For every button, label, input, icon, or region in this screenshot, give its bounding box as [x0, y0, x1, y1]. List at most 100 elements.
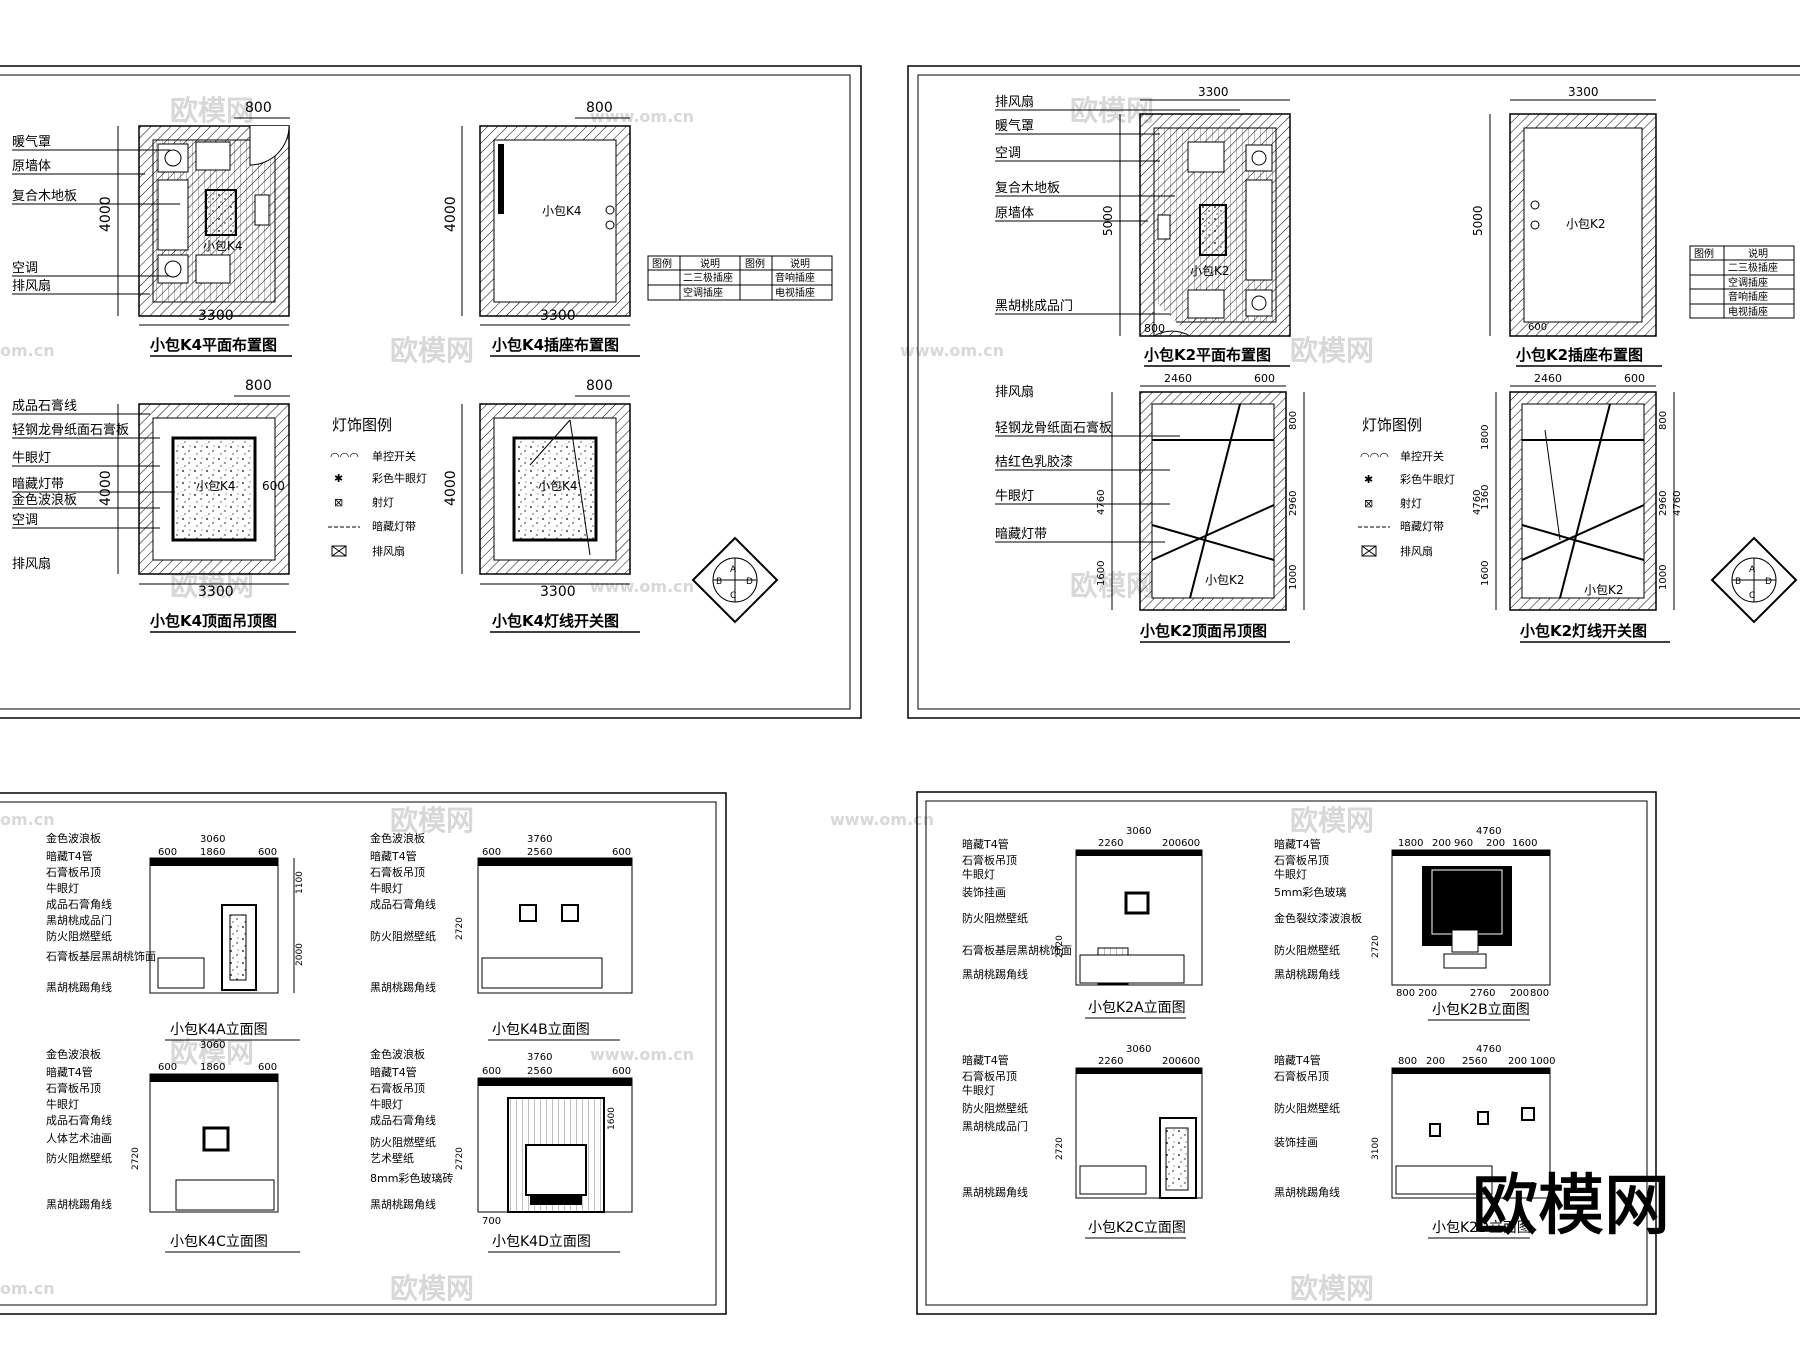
svg-text:牛眼灯: 牛眼灯	[370, 881, 403, 895]
panel-k2-elevations: 3060 2260 200600 2720 小包K2A立面图 暗藏T4管 石膏板…	[916, 791, 1671, 1315]
svg-text:成品石膏线: 成品石膏线	[12, 398, 77, 414]
svg-text:✱: ✱	[1364, 473, 1373, 486]
svg-text:防火阻燃壁纸: 防火阻燃壁纸	[46, 1151, 112, 1165]
panel-k2-plans: 3300 小包K2 5000 800 小包K2平面布置图 排风扇 暖气罩 空调	[907, 65, 1800, 719]
svg-text:1600: 1600	[1512, 838, 1537, 849]
k2-ceiling-plan: 2460 600 小包K2 800 2960 1000 4760 1600 小包…	[995, 372, 1305, 643]
svg-text:金色裂纹漆波浪板: 金色裂纹漆波浪板	[1274, 911, 1362, 925]
svg-text:二三极插座: 二三极插座	[683, 271, 733, 284]
watermark: 欧模网	[390, 1272, 474, 1305]
svg-text:暗藏T4管: 暗藏T4管	[46, 1065, 93, 1079]
svg-text:黑胡桃踢角线: 黑胡桃踢角线	[46, 1197, 112, 1211]
svg-text:2720: 2720	[1371, 935, 1381, 958]
svg-text:◠◠◠: ◠◠◠	[1360, 450, 1389, 463]
svg-text:1860: 1860	[200, 1062, 225, 1073]
svg-text:2260: 2260	[1098, 1056, 1123, 1067]
svg-text:200: 200	[1418, 988, 1437, 999]
svg-text:排风扇: 排风扇	[12, 556, 51, 572]
drawing-title: 小包K4平面布置图	[150, 336, 277, 354]
svg-text:小包K2插座布置图: 小包K2插座布置图	[1516, 346, 1643, 364]
svg-text:原墙体: 原墙体	[995, 206, 1034, 221]
brand-logo: 欧模网	[1472, 1167, 1670, 1244]
svg-text:暗藏T4管: 暗藏T4管	[370, 1065, 417, 1079]
svg-text:轻钢龙骨纸面石膏板: 轻钢龙骨纸面石膏板	[995, 420, 1112, 436]
svg-text:石膏板吊顶: 石膏板吊顶	[1274, 1069, 1329, 1083]
svg-text:D: D	[1765, 577, 1772, 587]
svg-text:暗藏灯带: 暗藏灯带	[372, 519, 416, 533]
watermark: www.om.cn	[830, 810, 934, 829]
svg-text:小包K2: 小包K2	[1205, 573, 1245, 587]
dim-label: 4000	[443, 470, 459, 506]
svg-text:石膏板吊顶: 石膏板吊顶	[46, 1081, 101, 1095]
svg-text:✱: ✱	[334, 472, 343, 485]
svg-text:小包K4C立面图: 小包K4C立面图	[170, 1234, 268, 1250]
dim-label: 4000	[98, 470, 114, 506]
svg-text:射灯: 射灯	[1400, 496, 1422, 510]
svg-text:图例: 图例	[745, 257, 765, 270]
svg-text:1800: 1800	[1398, 838, 1423, 849]
svg-text:200600: 200600	[1162, 838, 1200, 849]
svg-text:600: 600	[1528, 322, 1547, 333]
svg-text:牛眼灯: 牛眼灯	[962, 867, 995, 881]
svg-text:800: 800	[1144, 322, 1165, 335]
dim-label: 800	[586, 100, 613, 116]
svg-text:600: 600	[158, 847, 177, 858]
svg-text:暗藏灯带: 暗藏灯带	[1400, 519, 1444, 533]
callout: 暖气罩	[12, 134, 51, 150]
panel-k4-elevations: 3060 600 1860 600 1100 2000 小包K4A立面图 金色波…	[0, 792, 727, 1315]
svg-text:8mm彩色玻璃砖: 8mm彩色玻璃砖	[370, 1171, 453, 1185]
svg-text:小包K2C立面图: 小包K2C立面图	[1088, 1220, 1186, 1236]
svg-text:⊠: ⊠	[334, 496, 343, 509]
svg-text:黑胡桃踢角线: 黑胡桃踢角线	[46, 980, 112, 994]
panel-frame	[0, 65, 862, 719]
svg-text:黑胡桃踢角线: 黑胡桃踢角线	[962, 967, 1028, 981]
svg-text:音响插座: 音响插座	[775, 271, 815, 284]
svg-text:暗藏T4管: 暗藏T4管	[370, 849, 417, 863]
svg-text:3060: 3060	[1126, 826, 1151, 837]
svg-text:200: 200	[1508, 1056, 1527, 1067]
svg-text:说明: 说明	[790, 257, 810, 270]
svg-text:暗藏T4管: 暗藏T4管	[1274, 1053, 1321, 1067]
svg-text:牛眼灯: 牛眼灯	[995, 489, 1034, 504]
svg-text:石膏板基层黑胡桃饰面: 石膏板基层黑胡桃饰面	[46, 949, 156, 963]
svg-text:2720: 2720	[1055, 1137, 1065, 1160]
svg-text:牛眼灯: 牛眼灯	[370, 1097, 403, 1111]
svg-text:2460: 2460	[1164, 372, 1192, 385]
watermark: www.om.cn	[590, 1045, 694, 1064]
svg-text:金色波浪板: 金色波浪板	[46, 831, 101, 845]
svg-text:说明: 说明	[700, 257, 720, 270]
svg-text:石膏板吊顶: 石膏板吊顶	[46, 865, 101, 879]
svg-text:1600: 1600	[1096, 561, 1107, 586]
svg-text:防火阻燃壁纸: 防火阻燃壁纸	[370, 1135, 436, 1149]
svg-text:排风扇: 排风扇	[1400, 544, 1433, 558]
svg-text:1000: 1000	[1530, 1056, 1555, 1067]
room-label: 小包K4	[203, 239, 243, 253]
svg-text:小包K2平面布置图: 小包K2平面布置图	[1144, 346, 1271, 364]
svg-text:600: 600	[612, 847, 631, 858]
svg-text:200: 200	[1432, 838, 1451, 849]
svg-text:图例: 图例	[1694, 247, 1714, 260]
svg-text:600: 600	[1254, 372, 1275, 385]
svg-text:1860: 1860	[200, 847, 225, 858]
elevation-k2b: 4760 1800 200 960 200 1600 2720 800 200 …	[1274, 826, 1551, 1021]
svg-text:牛眼灯: 牛眼灯	[962, 1083, 995, 1097]
dim-label: 3300	[198, 584, 234, 600]
svg-text:小包K2: 小包K2	[1566, 217, 1606, 231]
svg-text:二三极插座: 二三极插座	[1728, 261, 1778, 274]
k2-socket-plan: 3300 小包K2 5000 600 小包K2插座布置图	[1471, 85, 1662, 367]
svg-text:4760: 4760	[1476, 826, 1501, 837]
svg-text:4760: 4760	[1472, 490, 1483, 515]
svg-text:灯饰图例: 灯饰图例	[1362, 416, 1422, 434]
svg-text:2960: 2960	[1658, 491, 1669, 516]
svg-text:图例: 图例	[652, 257, 672, 270]
svg-text:防火阻燃壁纸: 防火阻燃壁纸	[1274, 1101, 1340, 1115]
svg-text:2720: 2720	[1055, 935, 1065, 958]
room-label: 小包K4	[538, 479, 578, 493]
svg-text:桔红色乳胶漆: 桔红色乳胶漆	[995, 454, 1073, 470]
svg-text:防火阻燃壁纸: 防火阻燃壁纸	[370, 929, 436, 943]
svg-text:600: 600	[258, 847, 277, 858]
svg-text:5mm彩色玻璃: 5mm彩色玻璃	[1274, 885, 1346, 899]
dim-label: 3300	[540, 584, 576, 600]
k2-floor-plan: 3300 小包K2 5000 800 小包K2平面布置图 排风扇 暖气罩 空调	[995, 85, 1291, 367]
